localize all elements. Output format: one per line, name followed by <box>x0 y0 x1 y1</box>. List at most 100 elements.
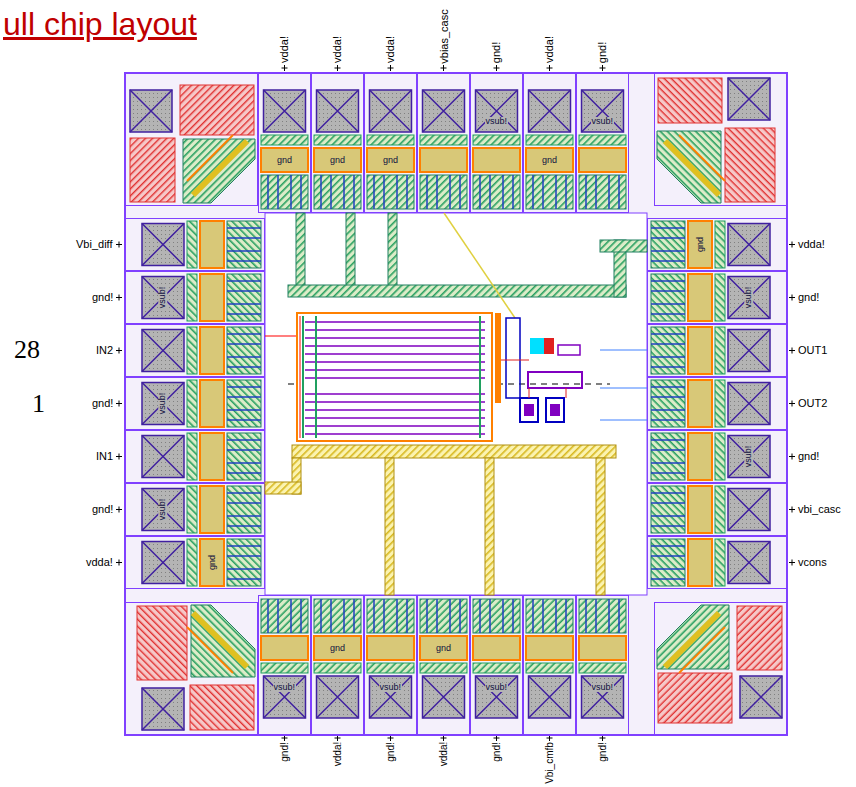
layout-shape <box>524 596 576 735</box>
layout-shape <box>524 404 534 416</box>
pin-label: vdda! <box>279 36 290 63</box>
layout-shape <box>126 603 258 735</box>
layout-shape <box>365 596 417 735</box>
layout-shape <box>126 219 265 271</box>
pad-label: vsub! <box>273 683 297 692</box>
pin-label: gnd! <box>491 42 502 63</box>
layout-shape <box>530 338 544 354</box>
pin-markers <box>116 65 795 741</box>
layout-shape <box>346 213 355 293</box>
layout-shape <box>544 338 554 354</box>
layout-shape <box>312 74 364 213</box>
layout-shape <box>259 74 311 213</box>
core-circuit <box>297 313 582 441</box>
pin-label: vbi_casc <box>798 504 841 515</box>
layout-shape <box>126 537 265 589</box>
layout-shape <box>655 603 787 735</box>
layout-shape <box>648 325 787 377</box>
layout-shape <box>282 65 606 71</box>
pad-label: vsub! <box>158 286 167 310</box>
layout-shape <box>546 398 564 422</box>
pin-label: vdda! <box>385 36 396 63</box>
pin-label: gnd! <box>597 42 608 63</box>
layout-shape <box>126 484 265 536</box>
core-area <box>265 213 647 595</box>
slide-title: ull chip layout <box>3 8 197 40</box>
layout-shape <box>524 74 576 213</box>
pad-label: vsub! <box>744 445 753 469</box>
pin-label: vdda! <box>333 742 343 766</box>
layout-shape <box>506 318 520 398</box>
layout-shape <box>648 272 787 324</box>
pin-label: vcons <box>798 557 827 568</box>
layout-shape <box>265 482 301 494</box>
layout-shape <box>471 596 523 735</box>
pin-label: IN1 <box>96 451 113 462</box>
pin-label: gnd! <box>598 742 608 761</box>
layout-shape <box>365 74 417 213</box>
layout-shape <box>550 404 560 416</box>
layout-shape <box>385 458 394 595</box>
layout-shape <box>600 240 647 252</box>
pad-label: vsub! <box>485 683 509 692</box>
pad-label: vsub! <box>591 683 615 692</box>
layout-shape <box>495 313 501 403</box>
pin-label: OUT1 <box>798 345 827 356</box>
layout-shape <box>126 272 265 324</box>
pin-label: vdda! <box>86 557 113 568</box>
layout-shape <box>471 74 523 213</box>
pin-label: gnd! <box>92 292 113 303</box>
pad-label: vsub! <box>158 392 167 416</box>
callout-number: 1 <box>32 391 45 417</box>
layout-shape <box>600 350 647 420</box>
layout-shape <box>259 596 311 735</box>
layout-shape <box>312 596 364 735</box>
layout-shape <box>116 242 122 566</box>
layout-shape <box>501 360 566 398</box>
layout-shape <box>648 378 787 430</box>
layout-shape <box>303 316 480 438</box>
pin-label: OUT2 <box>798 398 827 409</box>
pad-label: vsub! <box>591 117 615 126</box>
layout-shape <box>789 242 795 566</box>
pin-label: Vbi_diff <box>76 239 113 250</box>
layout-shape <box>418 596 470 735</box>
pin-label: gnd! <box>92 398 113 409</box>
cell-label: gnd <box>208 554 217 571</box>
pin-label: IN2 <box>96 345 113 356</box>
layout-shape <box>296 213 305 293</box>
pin-label: Vbi_cmfb <box>544 742 554 784</box>
pin-label: gnd! <box>798 451 819 462</box>
cell-label: gnd <box>696 236 705 253</box>
pin-label: vbias_casc <box>438 9 449 63</box>
layout-shape <box>596 458 605 595</box>
cell-label: gnd <box>329 156 346 165</box>
layout-shape <box>126 74 258 206</box>
layout-shape <box>297 313 492 441</box>
pad-label: vsub! <box>379 683 403 692</box>
pin-label: gnd! <box>798 292 819 303</box>
layout-shape <box>282 736 606 741</box>
layout-shape <box>388 213 397 293</box>
cell-label: gnd <box>541 156 558 165</box>
layout-shape <box>520 398 538 422</box>
layout-shape <box>655 74 787 206</box>
pin-label: vdda! <box>544 36 555 63</box>
layout-shape <box>485 458 494 595</box>
callout-number: 28 <box>14 337 40 363</box>
cell-label: gnd <box>329 644 346 653</box>
pin-label: vdda! <box>439 742 449 766</box>
cell-label: gnd <box>382 156 399 165</box>
cell-label: gnd <box>276 156 293 165</box>
pin-label: gnd! <box>492 742 502 761</box>
ground-bus <box>265 445 616 595</box>
layout-shape <box>126 325 265 377</box>
supply-bus <box>288 213 647 297</box>
layout-shape <box>418 74 470 213</box>
layout-shape <box>288 285 626 297</box>
layout-shape <box>265 335 300 336</box>
pin-label: gnd! <box>92 504 113 515</box>
layout-shape <box>648 219 787 271</box>
pin-label: gnd! <box>386 742 396 761</box>
